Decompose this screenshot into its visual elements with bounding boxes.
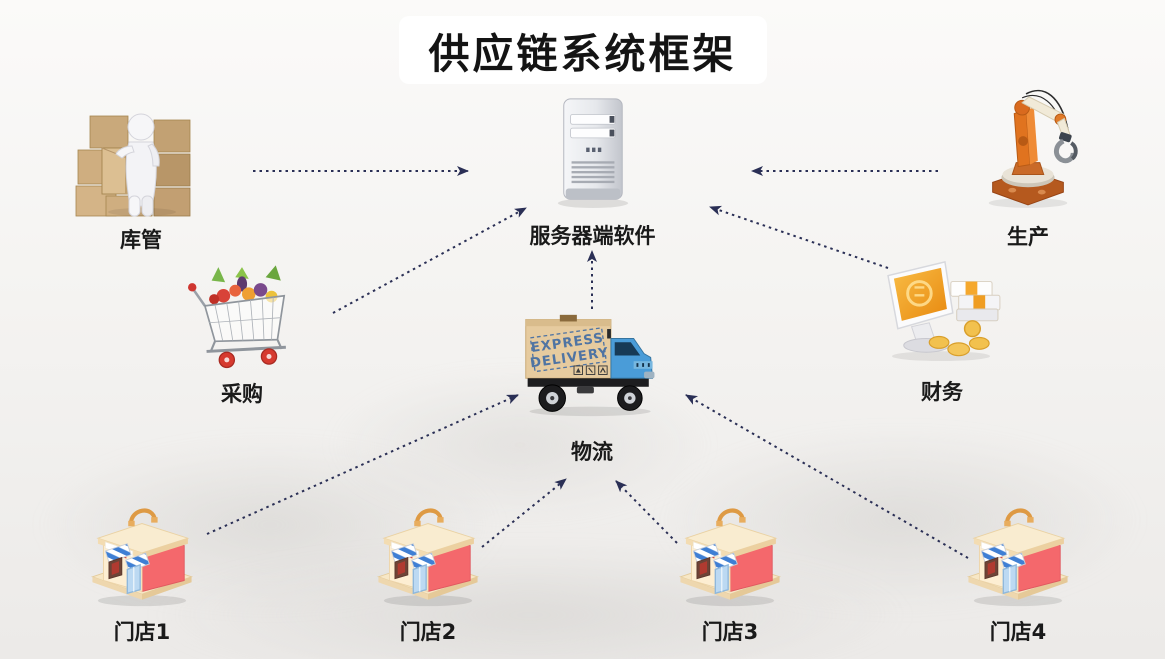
node-procurement: 采购 [178, 262, 306, 408]
node-warehouse: 库管 [75, 100, 207, 254]
background-cloud [150, 545, 910, 659]
node-store4: 门店4 [956, 496, 1080, 646]
warehouse-keeper-icon [75, 113, 191, 217]
node-server: 服务器端软件 [525, 95, 660, 250]
store-icon [80, 496, 204, 608]
node-label: 采购 [221, 382, 263, 406]
node-label: 门店3 [701, 620, 759, 644]
node-finance: 财务 [880, 258, 1004, 406]
node-label: 门店4 [989, 620, 1047, 644]
node-store2: 门店2 [366, 496, 490, 646]
delivery-truck-icon: EXPRESS DELIVERY [525, 314, 655, 417]
node-label: 门店2 [399, 620, 457, 644]
shopping-cart-icon [188, 265, 286, 369]
node-label: 物流 [571, 440, 613, 464]
edge-procurement-to-server [332, 207, 527, 314]
store-icon [668, 496, 792, 608]
node-label: 财务 [921, 380, 963, 404]
node-label: 服务器端软件 [529, 224, 656, 248]
edge-store2-to-logistics [481, 478, 567, 548]
node-store3: 门店3 [668, 496, 792, 646]
server-tower-icon [557, 98, 628, 209]
node-production: 生产 [973, 75, 1083, 251]
node-label: 生产 [1007, 225, 1049, 249]
finance-money-icon [887, 261, 1001, 362]
store-icon [956, 496, 1080, 608]
node-logistics: EXPRESS DELIVERY 物流 [517, 312, 667, 466]
node-label: 库管 [120, 228, 162, 252]
store-icon [366, 496, 490, 608]
robot-arm-icon [988, 89, 1078, 208]
diagram-title: 供应链系统框架 [398, 16, 767, 84]
node-store1: 门店1 [80, 496, 204, 646]
node-label: 门店1 [113, 620, 171, 644]
edge-finance-to-server [709, 205, 889, 269]
